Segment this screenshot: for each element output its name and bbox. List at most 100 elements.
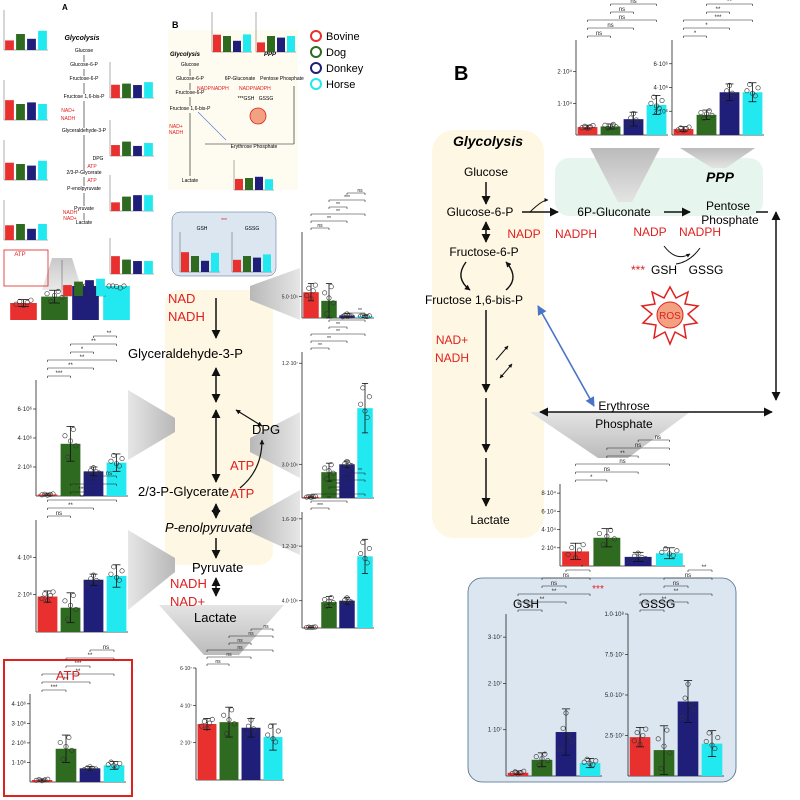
thumb-cofactor: ATP — [87, 164, 97, 170]
data-point — [358, 551, 364, 557]
data-point — [749, 90, 755, 96]
data-point — [655, 736, 661, 742]
sig-label: ns — [630, 0, 636, 5]
thumb-node: Glucose — [75, 48, 94, 54]
bar — [41, 296, 68, 320]
data-point — [569, 738, 575, 744]
data-point — [17, 298, 23, 304]
data-point — [44, 598, 50, 604]
data-point — [209, 716, 215, 722]
mini-bar — [27, 228, 36, 240]
bar — [106, 576, 127, 632]
data-point — [73, 607, 79, 613]
mini-bar — [5, 162, 14, 180]
data-point — [111, 453, 117, 459]
right-ery2: Phosphate — [595, 417, 653, 431]
data-point — [243, 732, 249, 738]
left-nadh2: NADH — [170, 576, 207, 591]
data-point — [576, 547, 582, 553]
mini-bar — [223, 36, 231, 52]
bar — [696, 114, 717, 135]
data-point — [50, 589, 56, 595]
data-point — [667, 750, 673, 756]
atp-box-border — [3, 659, 133, 797]
sig-label: ns — [106, 471, 112, 477]
right-nadph2: NADPH — [679, 225, 721, 239]
data-point — [686, 124, 692, 130]
mini-bar — [122, 196, 131, 211]
data-point — [573, 555, 579, 561]
bar — [600, 126, 621, 135]
sig-label: ** — [318, 343, 322, 349]
sig-label: ** — [620, 451, 625, 457]
sig-label: ns — [604, 467, 610, 473]
left-nadplus: NAD+ — [170, 594, 205, 609]
thumb-gssg: GSSG — [245, 226, 260, 232]
thumb-b-ppp-node: ***GSH — [238, 96, 255, 102]
data-point — [42, 591, 48, 597]
y-tick-label: 6·10⁷ — [180, 666, 192, 672]
sig-label: ns — [317, 223, 323, 229]
right-gsh: GSH — [651, 263, 677, 277]
bar — [629, 737, 651, 776]
data-point — [48, 298, 54, 304]
data-point — [68, 438, 74, 444]
funnel-lactate — [159, 605, 284, 655]
legend-horse: Horse — [326, 79, 355, 91]
data-point — [110, 283, 116, 289]
mini-bar — [191, 256, 199, 272]
sig-label: ns — [607, 23, 613, 29]
data-point — [265, 732, 271, 738]
data-point — [360, 539, 366, 545]
sig-label: *** — [344, 195, 350, 201]
data-point — [63, 744, 69, 750]
data-point — [81, 767, 87, 773]
data-point — [84, 765, 90, 771]
sig-label: ns — [673, 581, 679, 587]
y-tick-label: 4·10⁶ — [12, 701, 27, 708]
ros-burst-icon — [640, 285, 700, 346]
data-point — [44, 492, 50, 498]
data-point — [346, 462, 352, 468]
funnel-ppp1 — [590, 148, 660, 202]
mini-bar — [243, 256, 251, 272]
data-point — [703, 111, 709, 117]
data-point — [108, 458, 114, 464]
sig-label: ** — [91, 339, 96, 345]
data-point — [703, 739, 709, 745]
sig-label: ns — [56, 511, 62, 517]
data-point — [348, 463, 354, 469]
thumb-node: Fructose 1,6-bis-P — [64, 94, 106, 100]
sig-label: *** — [78, 487, 86, 493]
sig-label: ** — [674, 589, 679, 595]
sig-label: ** — [716, 7, 721, 13]
data-point — [563, 710, 569, 716]
mini-bar — [16, 34, 25, 50]
data-point — [47, 491, 53, 497]
gsh-panel-stars: *** — [592, 584, 604, 595]
sig-label: * — [651, 605, 654, 611]
data-point — [636, 119, 642, 125]
mini-bar — [287, 36, 295, 52]
sig-label: ** — [327, 496, 331, 502]
y-tick-label: 8·10⁴ — [541, 490, 556, 497]
data-point — [557, 747, 563, 753]
data-point — [659, 98, 665, 104]
data-point — [114, 574, 120, 580]
right-g6p: Glucose-6-P — [447, 205, 514, 219]
data-point — [91, 465, 97, 471]
data-point — [44, 291, 50, 297]
sig-label: ns — [215, 659, 221, 665]
mini-bar — [38, 30, 47, 50]
data-point — [643, 726, 649, 732]
thumb-node: Fructose-6-P — [70, 76, 100, 82]
data-point — [306, 285, 312, 291]
data-point — [308, 296, 314, 302]
thumb-b-node: Fructose 1,6-bis-P — [170, 106, 212, 112]
sig-label: * — [81, 347, 84, 353]
data-point — [732, 92, 738, 98]
data-point — [312, 282, 318, 288]
data-point — [721, 96, 727, 102]
thumb-b-ppp-node: NADP — [239, 86, 254, 92]
